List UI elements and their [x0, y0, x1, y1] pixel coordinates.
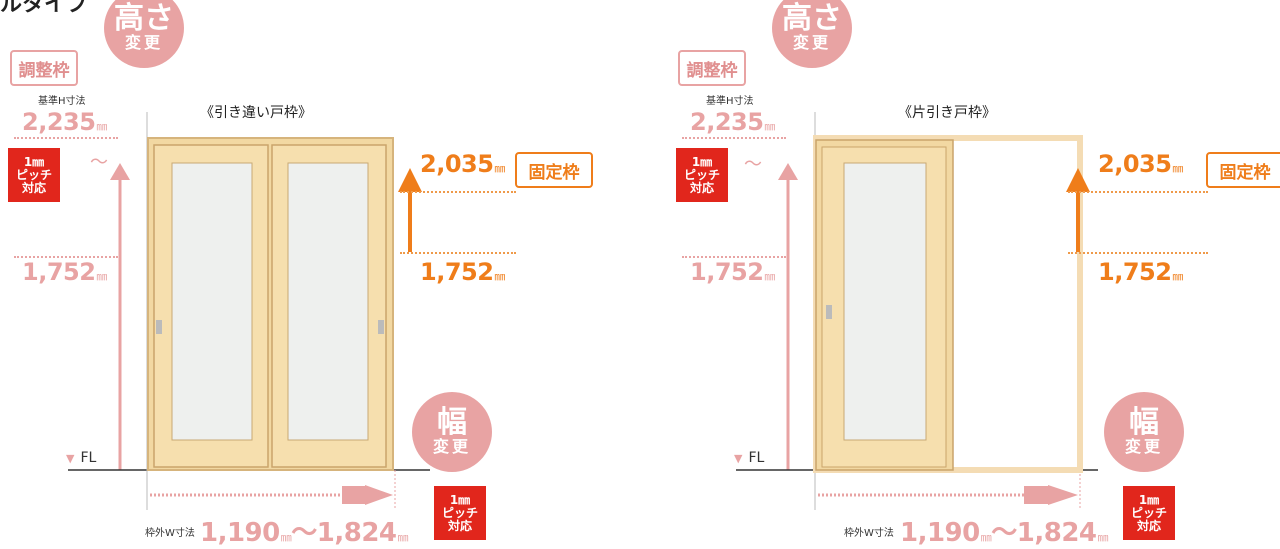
- fixed-height-arrow-head: [1066, 168, 1090, 192]
- adjust-min-value: 1,752㎜: [690, 258, 775, 286]
- adjust-min-line: [682, 256, 786, 258]
- adjust-min-value: 1,752㎜: [22, 258, 107, 286]
- width-arrow-head: [365, 485, 393, 505]
- diagram-title: 《片引き戸枠》: [898, 105, 996, 121]
- fixed-min-line: [1068, 252, 1208, 254]
- adjust-height-arrow-head: [778, 163, 798, 180]
- width-arrow-head: [1048, 485, 1078, 505]
- floor-label: ▼FL: [734, 450, 765, 466]
- range-tilde: 〜: [90, 152, 108, 173]
- adjust-height-arrow-head: [110, 163, 130, 180]
- door-glass: [843, 162, 927, 441]
- door-handle: [826, 305, 832, 319]
- adjust-max-value: 2,235㎜: [22, 108, 107, 136]
- fixed-min-line: [400, 252, 516, 254]
- left-diagram-graphics: [68, 112, 430, 510]
- fixed-min-value: 1,752㎜: [420, 258, 505, 286]
- fixed-max-value: 2,035㎜: [420, 150, 505, 178]
- fixed-min-value: 1,752㎜: [1098, 258, 1183, 286]
- page-heading-fragment: ルタイプ: [0, 0, 89, 17]
- height-change-badge: 高さ 変更: [104, 0, 184, 68]
- adjust-max-line: [14, 137, 118, 139]
- width-change-badge: 幅 変更: [1104, 392, 1184, 472]
- door-right-handle: [378, 320, 384, 334]
- std-height-label: 基準H寸法: [38, 96, 86, 107]
- adjust-frame-tag: 調整枠: [10, 50, 78, 86]
- fixed-frame-tag: 固定枠: [515, 152, 593, 188]
- width-arrow-body: [342, 486, 366, 504]
- fixed-max-value: 2,035㎜: [1098, 150, 1183, 178]
- std-height-label: 基準H寸法: [706, 96, 754, 107]
- width-arrow-body: [1024, 486, 1050, 504]
- frame-width-label: 枠外W寸法: [844, 528, 894, 539]
- floor-label: ▼FL: [66, 450, 97, 466]
- fixed-frame-tag: 固定枠: [1206, 152, 1280, 188]
- door-right-glass: [287, 162, 369, 441]
- width-change-badge: 幅 変更: [412, 392, 492, 472]
- door-left-glass: [171, 162, 253, 441]
- adjust-max-line: [682, 137, 786, 139]
- frame-width-label: 枠外W寸法: [145, 528, 195, 539]
- adjust-min-line: [14, 256, 118, 258]
- floor-triangle-icon: ▼: [66, 452, 75, 465]
- floor-triangle-icon: ▼: [734, 452, 743, 465]
- fixed-max-line: [1068, 191, 1208, 193]
- fixed-height-arrow-head: [398, 168, 422, 192]
- range-tilde: 〜: [744, 154, 762, 175]
- adjust-frame-tag: 調整枠: [678, 50, 746, 86]
- door-left-handle: [156, 320, 162, 334]
- fixed-max-line: [400, 191, 516, 193]
- width-range-value: 1,190㎜〜1,824㎜: [200, 518, 409, 548]
- height-change-badge: 高さ 変更: [772, 0, 852, 68]
- diagram-title: 《引き違い戸枠》: [200, 105, 312, 121]
- width-range-value: 1,190㎜〜1,824㎜: [900, 518, 1109, 548]
- right-diagram-graphics: [736, 112, 1098, 510]
- adjust-max-value: 2,235㎜: [690, 108, 775, 136]
